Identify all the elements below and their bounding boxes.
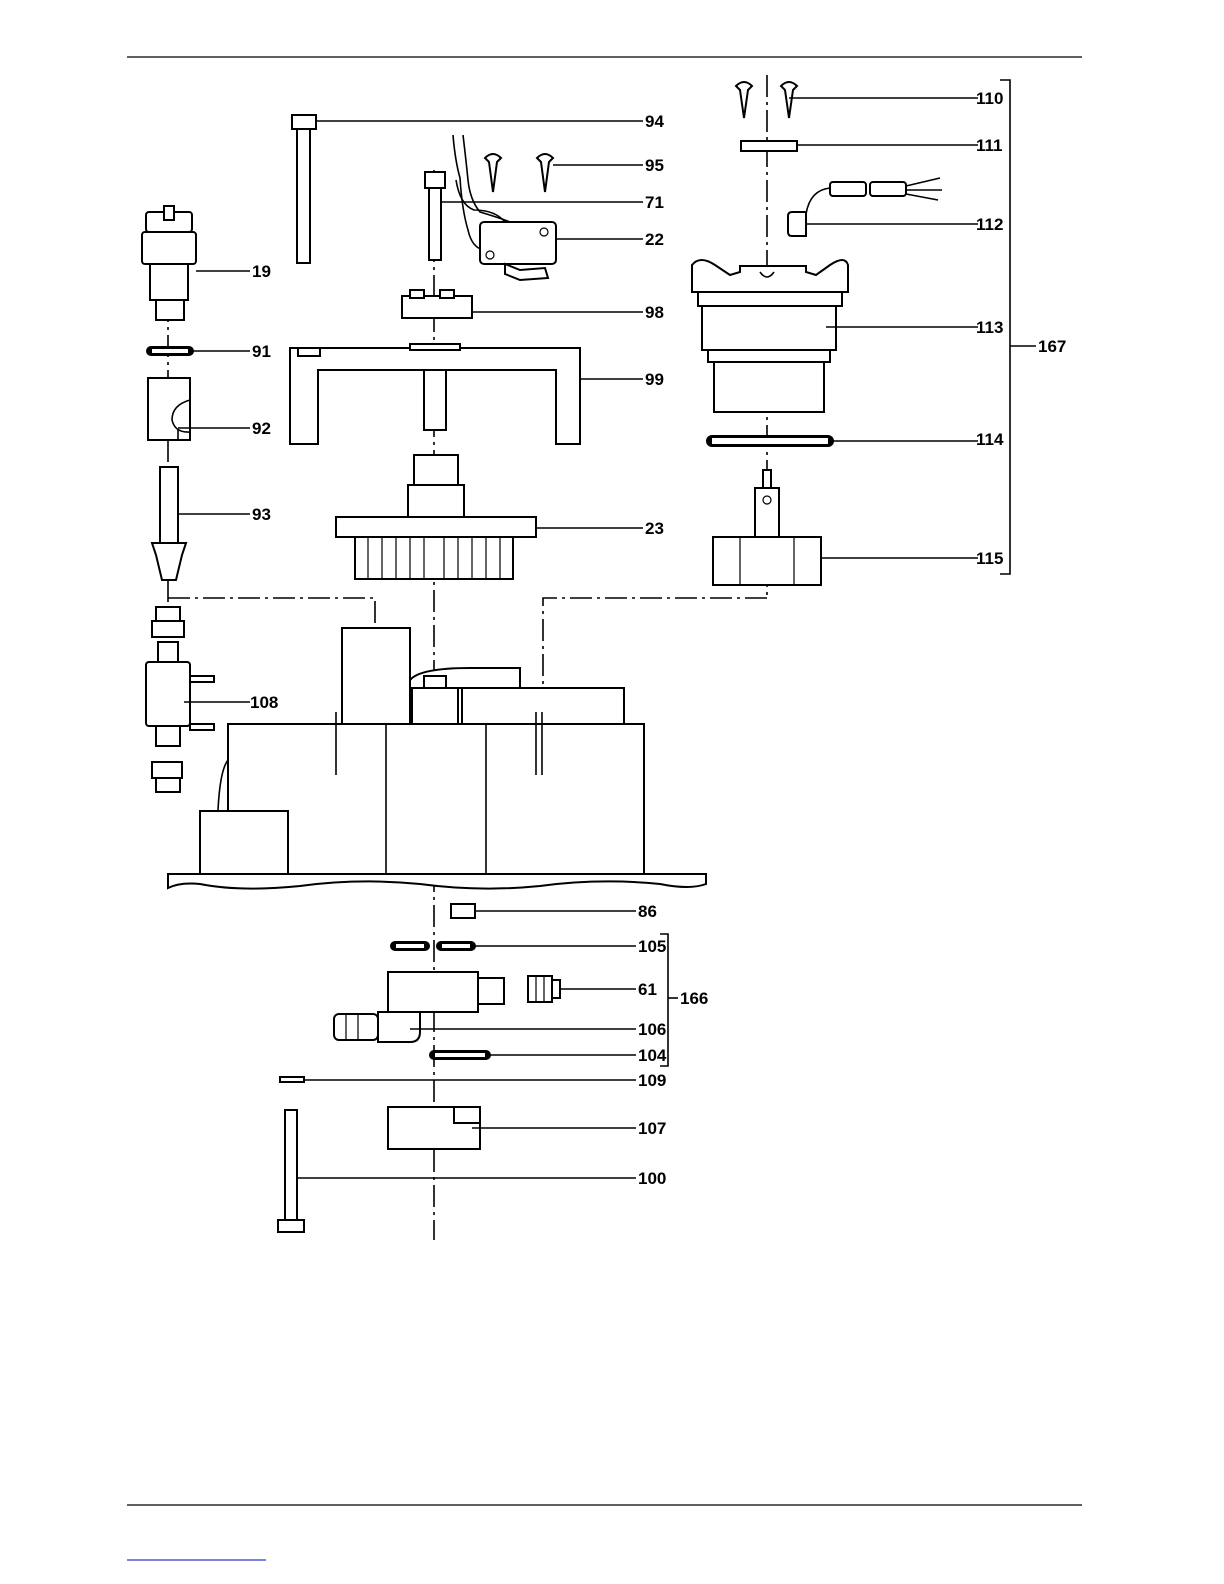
part-99-bracket [290, 344, 580, 444]
part-71-pin [425, 172, 445, 260]
label-98: 98 [645, 303, 664, 322]
label-108: 108 [250, 693, 278, 712]
label-95: 95 [645, 156, 664, 175]
label-23: 23 [645, 519, 664, 538]
label-109: 109 [638, 1071, 666, 1090]
label-107: 107 [638, 1119, 666, 1138]
part-61-connector [528, 976, 560, 1002]
part-106-valve [334, 972, 504, 1042]
part-94-pin [292, 115, 316, 263]
label-110: 110 [976, 89, 1003, 108]
part-98-block [402, 290, 472, 318]
label-113: 113 [976, 318, 1003, 337]
label-91: 91 [252, 342, 271, 361]
label-111: 111 [976, 136, 1003, 155]
label-115: 115 [976, 549, 1003, 568]
part-109-pin [280, 1077, 304, 1082]
label-100: 100 [638, 1169, 666, 1188]
part-19-fitting [142, 206, 196, 320]
label-106: 106 [638, 1020, 666, 1039]
part-107-block [388, 1107, 480, 1149]
part-104-oring [430, 1051, 490, 1059]
label-105: 105 [638, 937, 666, 956]
label-112: 112 [976, 215, 1003, 234]
part-112-sensor [788, 178, 942, 236]
part-23-gear [336, 455, 536, 579]
part-114-oring [707, 436, 833, 446]
label-71: 71 [645, 193, 664, 212]
label-167: 167 [1038, 337, 1066, 356]
label-86: 86 [638, 902, 657, 921]
main-body [168, 628, 706, 889]
label-99: 99 [645, 370, 664, 389]
label-94: 94 [645, 112, 664, 131]
bracket-167 [1000, 80, 1036, 574]
part-108-connector [146, 607, 214, 792]
label-114: 114 [976, 430, 1004, 449]
label-22: 22 [645, 230, 664, 249]
part-86-plug [451, 904, 475, 918]
label-92: 92 [252, 419, 271, 438]
label-93: 93 [252, 505, 271, 524]
part-111-plate [741, 141, 797, 151]
label-104: 104 [638, 1046, 667, 1065]
part-115-float [713, 470, 821, 585]
part-91-oring [147, 347, 193, 355]
label-19: 19 [252, 262, 271, 281]
part-105-rings [391, 942, 475, 950]
label-61: 61 [638, 980, 657, 999]
part-93-probe [152, 467, 186, 580]
part-95-nails [485, 154, 553, 192]
part-100-screw [278, 1110, 304, 1232]
part-113-housing [692, 260, 848, 412]
part-92-sleeve [148, 378, 190, 440]
label-166: 166 [680, 989, 708, 1008]
axis-lines [168, 75, 767, 1240]
